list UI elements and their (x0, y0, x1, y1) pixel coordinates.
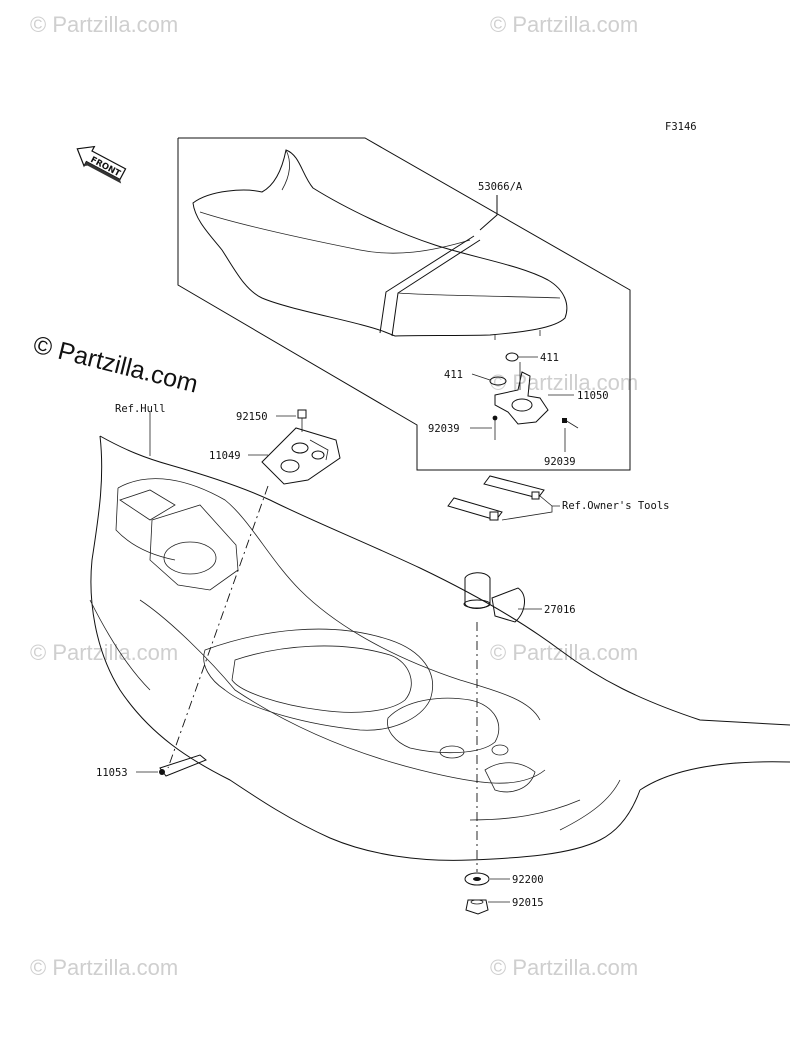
part-label-cap: 27016 (544, 604, 576, 616)
part-label-bolt-top: 92150 (236, 411, 268, 423)
grommet (464, 872, 490, 886)
ref-label-hull: Ref.Hull (115, 403, 166, 415)
watermark-bottom-left: © Partzilla.com (30, 955, 178, 980)
watermark-bottom-right: © Partzilla.com (490, 955, 638, 980)
bracket-left (261, 409, 341, 485)
part-label-washer-left: 411 (444, 369, 463, 381)
nut (465, 899, 489, 915)
part-label-bracket-left: 11049 (209, 450, 241, 462)
hull (89, 435, 791, 861)
watermark-main: © Partzilla.com (31, 331, 201, 399)
figure-code: F3146 (665, 121, 697, 133)
part-label-strap: 11053 (96, 767, 128, 779)
part-label-seat: 53066/A (478, 181, 523, 193)
ref-label-tools: Ref.Owner's Tools (562, 500, 669, 512)
part-label-bolt-right-lower: 92039 (544, 456, 576, 468)
part-label-nut: 92015 (512, 897, 544, 909)
watermark-top-left: © Partzilla.com (30, 12, 178, 37)
part-label-washer-right: 411 (540, 352, 559, 364)
strap (159, 754, 207, 777)
leader-tools-b (539, 495, 553, 507)
part-label-bolt-left-lower: 92039 (428, 423, 460, 435)
cap (463, 572, 525, 623)
leader-tools-a (501, 505, 560, 521)
part-label-grommet: 92200 (512, 874, 544, 886)
tool-straps (447, 475, 545, 521)
front-arrow-icon: FRONT (76, 145, 127, 184)
seat (192, 149, 568, 340)
leader-washer-left (471, 373, 491, 381)
watermark-top-right: © Partzilla.com (490, 12, 638, 37)
leader-seat (479, 195, 498, 231)
part-label-bracket-right: 11050 (577, 390, 609, 402)
bracket-right (489, 352, 579, 440)
watermarks: © Partzilla.com © Partzilla.com © Partzi… (30, 12, 638, 980)
assembly-line-strap (167, 485, 269, 769)
watermark-lower-left: © Partzilla.com (30, 640, 178, 665)
assembly-frame (177, 137, 631, 471)
